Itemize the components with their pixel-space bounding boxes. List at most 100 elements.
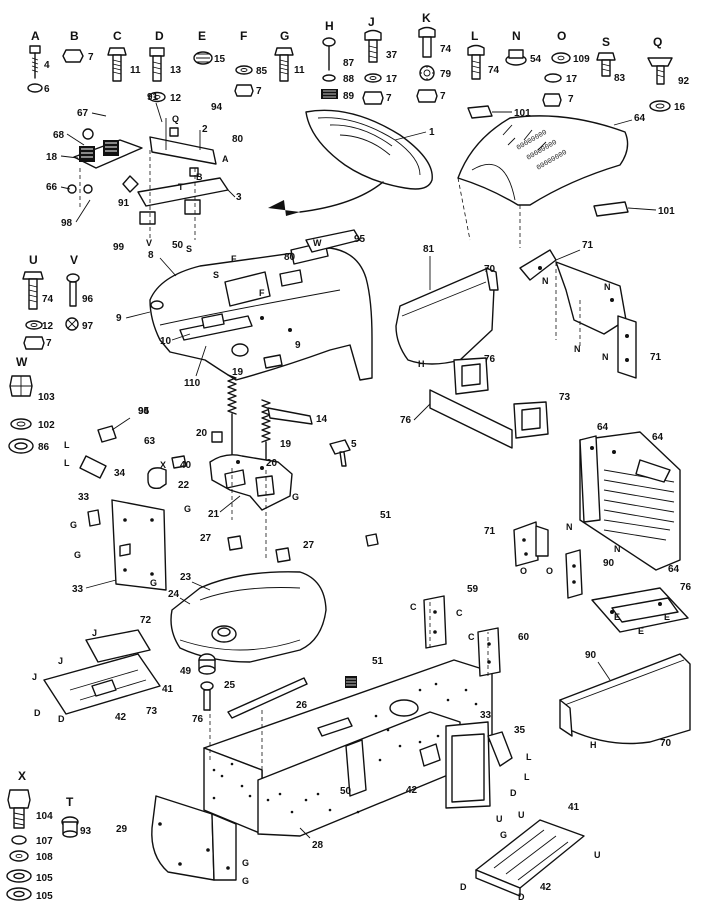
callout-41: 50 bbox=[340, 786, 352, 797]
decal-101-top bbox=[467, 105, 493, 119]
flange-nut-n-icon bbox=[505, 49, 527, 66]
part-l-74: 74 bbox=[488, 65, 500, 76]
hardware-letter-f: F bbox=[240, 29, 247, 43]
callout-5: 5 bbox=[351, 439, 357, 450]
callout-81: 90 bbox=[585, 650, 597, 661]
nut-o-icon bbox=[542, 93, 562, 107]
seat-bracket-assembly bbox=[67, 118, 229, 240]
callout-49: 60 bbox=[518, 632, 530, 643]
callout-70: 90 bbox=[603, 558, 615, 569]
ref-a: A bbox=[222, 154, 229, 164]
callout-110: 110 bbox=[184, 378, 201, 389]
callout-57: 64 bbox=[668, 564, 680, 575]
bolt-w-icon bbox=[9, 375, 33, 397]
ref-v-top: V bbox=[146, 238, 152, 248]
callout-61: 70 bbox=[660, 738, 672, 749]
spring-19b-icon bbox=[261, 399, 271, 443]
callout-90: 91 bbox=[118, 198, 130, 209]
hardware-letter-l: L bbox=[471, 29, 478, 43]
callout-29: 29 bbox=[116, 824, 128, 835]
bracket-71-part bbox=[513, 521, 549, 567]
hardware-letter-u: U bbox=[29, 253, 38, 267]
callout-8: 8 bbox=[148, 250, 154, 261]
bolt-j-icon bbox=[364, 29, 382, 63]
callout-42-mid: 51 bbox=[372, 656, 384, 667]
ref-h-a: H bbox=[418, 359, 425, 369]
hardware-letter-a: A bbox=[31, 29, 40, 43]
callout-27-a: 27 bbox=[200, 533, 212, 544]
bracket-70-part bbox=[565, 549, 583, 599]
ref-d-e: D bbox=[518, 892, 525, 902]
bracket-68-part bbox=[429, 357, 549, 449]
part-h-89: 89 bbox=[343, 91, 355, 102]
ref-q: Q bbox=[172, 114, 179, 124]
callout-43: 51 bbox=[380, 510, 392, 521]
part-x-105-b: 105 bbox=[36, 891, 53, 902]
ref-g-col: G bbox=[292, 492, 299, 502]
part-u-7: 7 bbox=[46, 338, 52, 349]
ref-g-f: G bbox=[242, 876, 249, 886]
part-f-7: 7 bbox=[256, 86, 262, 97]
part-w-102: 102 bbox=[38, 420, 55, 431]
nut-a-icon bbox=[27, 83, 43, 93]
washer-w-icon bbox=[10, 418, 32, 430]
part-j-17: 17 bbox=[386, 74, 398, 85]
callout-19-b: 19 bbox=[280, 439, 292, 450]
callout-24: 24 bbox=[168, 589, 180, 600]
part-a-4: 4 bbox=[44, 60, 50, 71]
part-o-7: 7 bbox=[568, 94, 574, 105]
part-w-86: 86 bbox=[38, 442, 50, 453]
washer-o2-icon bbox=[544, 73, 562, 83]
callout-10: 10 bbox=[160, 336, 172, 347]
hardware-letter-n: N bbox=[512, 29, 521, 43]
ref-u-c: U bbox=[594, 850, 601, 860]
washer-j-icon bbox=[364, 73, 382, 83]
callout-59: 67 bbox=[77, 108, 89, 119]
part-e-15: 15 bbox=[214, 54, 226, 65]
rear-bracket-32-part bbox=[419, 721, 513, 809]
ref-g-b: G bbox=[74, 550, 81, 560]
callout-82: 80 bbox=[284, 252, 296, 263]
callout-76-left: 76 bbox=[192, 714, 204, 725]
callout-68: 76 bbox=[400, 415, 412, 426]
hardware-letter-d: D bbox=[155, 29, 164, 43]
hardware-letter-x: X bbox=[18, 769, 26, 783]
ref-d-a: D bbox=[34, 708, 41, 718]
bolt-u-icon bbox=[22, 271, 44, 310]
ref-e-a: E bbox=[614, 612, 620, 622]
bolt-v-icon bbox=[66, 273, 80, 307]
callout-95: 98 bbox=[61, 218, 73, 229]
nut-k-icon bbox=[416, 89, 438, 103]
callout-9-left: 9 bbox=[116, 313, 122, 324]
hardware-letter-k: K bbox=[422, 11, 431, 25]
callout-63: 71 bbox=[650, 352, 662, 363]
callout-94-label: 94 bbox=[138, 406, 150, 417]
rear-panel-29-part bbox=[151, 795, 237, 881]
bolt-l-icon bbox=[467, 44, 485, 80]
callout-99: 95 bbox=[354, 234, 366, 245]
callout-34: 40 bbox=[180, 460, 192, 471]
spring-19a-icon bbox=[227, 374, 237, 415]
pedal-bracket-part bbox=[79, 425, 117, 479]
bracket-49-part bbox=[477, 627, 501, 677]
ref-c-a: C bbox=[410, 602, 417, 612]
callout-2: 2 bbox=[202, 124, 208, 135]
part-a-6: 6 bbox=[44, 84, 50, 95]
bolt-a-icon bbox=[29, 45, 41, 79]
hardware-legend-top: A 4 6 B 7 C 11 D 13 12 bbox=[27, 11, 690, 113]
part-h-87: 87 bbox=[343, 58, 355, 69]
hardware-letter-t: T bbox=[66, 795, 74, 809]
hardware-letter-s: S bbox=[602, 35, 610, 49]
bushing-27a-icon bbox=[227, 535, 243, 551]
callout-56: 64 bbox=[652, 432, 664, 443]
ref-n-d: N bbox=[602, 352, 609, 362]
callout-58: 66 bbox=[46, 182, 58, 193]
arrow-icon bbox=[268, 200, 300, 216]
pin-5-icon bbox=[329, 439, 351, 467]
part-k-74: 74 bbox=[440, 44, 452, 55]
bolt-s-icon bbox=[596, 52, 616, 77]
callout-42-top: 50 bbox=[172, 240, 184, 251]
ref-g-e: G bbox=[242, 858, 249, 868]
ref-g-g: G bbox=[500, 830, 507, 840]
